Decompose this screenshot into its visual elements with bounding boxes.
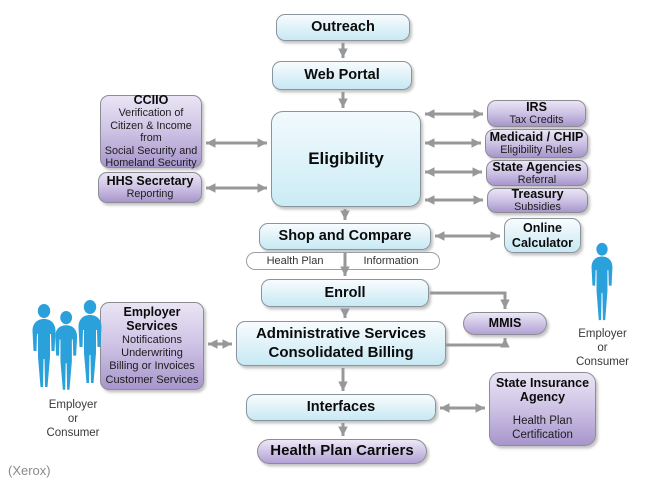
node-title: IRS [526, 100, 547, 115]
node-state-agencies: State Agencies Referral [486, 160, 588, 186]
node-eligibility: Eligibility [271, 111, 421, 207]
node-web-portal: Web Portal [272, 61, 412, 90]
node-line: Homeland Security [105, 157, 197, 170]
node-outreach: Outreach [276, 14, 410, 41]
node-online-calculator: Online Calculator [504, 218, 581, 253]
oval-label-right: Information [363, 255, 419, 267]
node-line: Reporting [126, 188, 174, 201]
node-line: from [140, 132, 162, 145]
node-interfaces: Interfaces [246, 394, 436, 421]
people-label-right: Employer or Consumer [560, 327, 645, 369]
node-line: Subsidies [514, 201, 561, 214]
node-title: Agency [519, 390, 566, 405]
node-title: State Agencies [492, 159, 582, 174]
node-line: Customer Services [105, 373, 199, 386]
people-label-left: Employer or Consumer [28, 398, 118, 440]
node-title: Medicaid / CHIP [489, 130, 584, 145]
node-medicaid-chip: Medicaid / CHIP Eligibility Rules [485, 129, 588, 158]
label-line: or [597, 342, 608, 355]
label-line: Consumer [575, 356, 630, 369]
credit-xerox: (Xerox) [8, 463, 51, 478]
oval-label-left: Health Plan [266, 255, 324, 267]
node-line: Verification of [118, 107, 184, 120]
node-label: Enroll [324, 284, 366, 301]
node-line: Social Security and [104, 144, 198, 157]
node-label: MMIS [488, 316, 522, 331]
people-group-icon [32, 300, 102, 390]
node-hhs-secretary: HHS Secretary Reporting [98, 172, 202, 203]
node-label: Web Portal [304, 67, 380, 84]
node-label: Calculator [511, 235, 574, 250]
node-admin-services: Administrative Services Consolidated Bil… [236, 321, 446, 366]
node-shop-and-compare: Shop and Compare [259, 223, 431, 250]
node-title: CCIIO [133, 93, 169, 108]
node-label: Health Plan Carriers [270, 442, 414, 460]
node-cciio: CCIIO Verification of Citizen & Income f… [100, 93, 202, 170]
node-title: Services [126, 319, 178, 334]
node-employer-services: Employer Services Notifications Underwri… [100, 302, 204, 390]
node-state-insurance-agency: State Insurance Agency Health Plan Certi… [489, 372, 596, 446]
node-line: Underwriting [121, 346, 183, 359]
node-line: Notifications [122, 333, 182, 346]
node-line: Tax Credits [509, 114, 564, 127]
node-health-plan-carriers: Health Plan Carriers [257, 439, 427, 464]
label-line: Consumer [46, 427, 100, 440]
node-label: Consolidated Billing [268, 343, 414, 361]
node-line: Health Plan [512, 414, 573, 427]
node-label: Shop and Compare [278, 228, 412, 245]
person-icon [591, 242, 613, 321]
node-line: Certification [512, 428, 573, 441]
node-treasury: Treasury Subsidies [487, 187, 588, 214]
node-label: Online [523, 221, 562, 236]
node-line: Billing or Invoices [109, 360, 195, 373]
node-title: Employer [123, 304, 181, 319]
node-title: Treasury [511, 187, 564, 202]
node-label: Outreach [311, 19, 375, 36]
node-label: Eligibility [308, 149, 384, 169]
node-title: State Insurance [495, 375, 590, 390]
label-line: Employer [48, 399, 98, 411]
node-irs: IRS Tax Credits [487, 100, 586, 127]
label-line: Employer [578, 328, 627, 340]
oval-health-plan-information: Health Plan Information [246, 252, 440, 270]
node-line: Eligibility Rules [500, 144, 573, 157]
node-line: Referral [517, 173, 557, 186]
node-enroll: Enroll [261, 279, 429, 307]
node-label: Interfaces [306, 399, 376, 416]
node-title: HHS Secretary [106, 174, 194, 189]
node-line: Citizen & Income [110, 119, 192, 132]
label-line: or [67, 413, 79, 426]
node-mmis: MMIS [463, 312, 547, 335]
node-label: Administrative Services [255, 324, 427, 342]
